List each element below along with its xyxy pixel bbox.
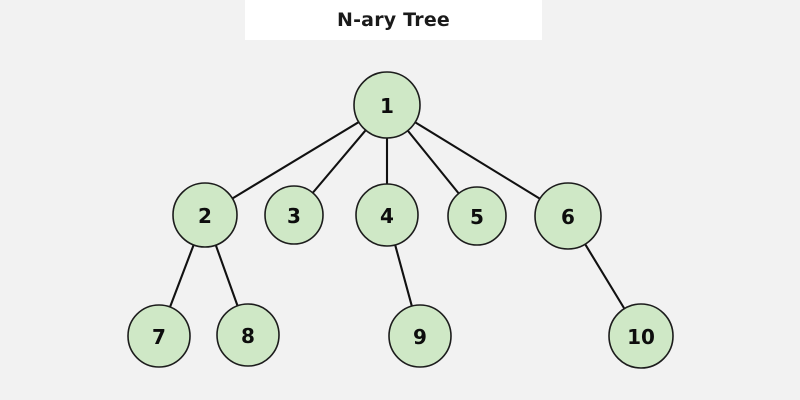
tree-node[interactable]: 8 <box>216 303 280 367</box>
tree-edge <box>214 243 239 308</box>
node-circle[interactable] <box>534 182 602 250</box>
node-label: 9 <box>413 325 427 349</box>
tree-node[interactable]: 9 <box>388 304 452 368</box>
tree-node[interactable]: 5 <box>447 186 507 246</box>
node-circle[interactable] <box>608 303 674 369</box>
node-label: 8 <box>241 324 255 348</box>
edge-layer <box>168 120 626 311</box>
tree-node[interactable]: 1 <box>353 71 421 139</box>
title-banner: N-ary Tree <box>245 0 542 40</box>
node-circle[interactable] <box>355 183 419 247</box>
node-circle[interactable] <box>388 304 452 368</box>
tree-node[interactable]: 4 <box>355 183 419 247</box>
tree-edge <box>230 120 361 201</box>
node-label: 6 <box>561 205 575 229</box>
tree-node[interactable]: 10 <box>608 303 674 369</box>
node-circle[interactable] <box>264 185 324 245</box>
tree-edge <box>311 128 368 195</box>
tree-edge <box>406 128 461 196</box>
node-circle[interactable] <box>216 303 280 367</box>
node-label: 2 <box>198 204 212 228</box>
node-circle[interactable] <box>447 186 507 246</box>
tree-node[interactable]: 3 <box>264 185 324 245</box>
node-label: 7 <box>152 325 166 349</box>
tree-node[interactable]: 7 <box>127 304 191 368</box>
tree-edge <box>583 242 626 311</box>
node-label: 10 <box>627 325 655 349</box>
node-label: 5 <box>470 205 484 229</box>
tree-node[interactable]: 6 <box>534 182 602 250</box>
node-label: 1 <box>380 94 394 118</box>
tree-edge <box>413 120 542 201</box>
node-label: 3 <box>287 204 301 228</box>
tree-node[interactable]: 2 <box>172 182 238 248</box>
node-label: 4 <box>380 204 394 228</box>
page-title: N-ary Tree <box>337 9 450 31</box>
tree-edge <box>168 242 196 310</box>
node-circle[interactable] <box>172 182 238 248</box>
tree-edge <box>393 242 414 309</box>
node-circle[interactable] <box>353 71 421 139</box>
node-layer: 1 2 3 4 5 6 7 8 9 10 <box>127 71 674 369</box>
node-circle[interactable] <box>127 304 191 368</box>
